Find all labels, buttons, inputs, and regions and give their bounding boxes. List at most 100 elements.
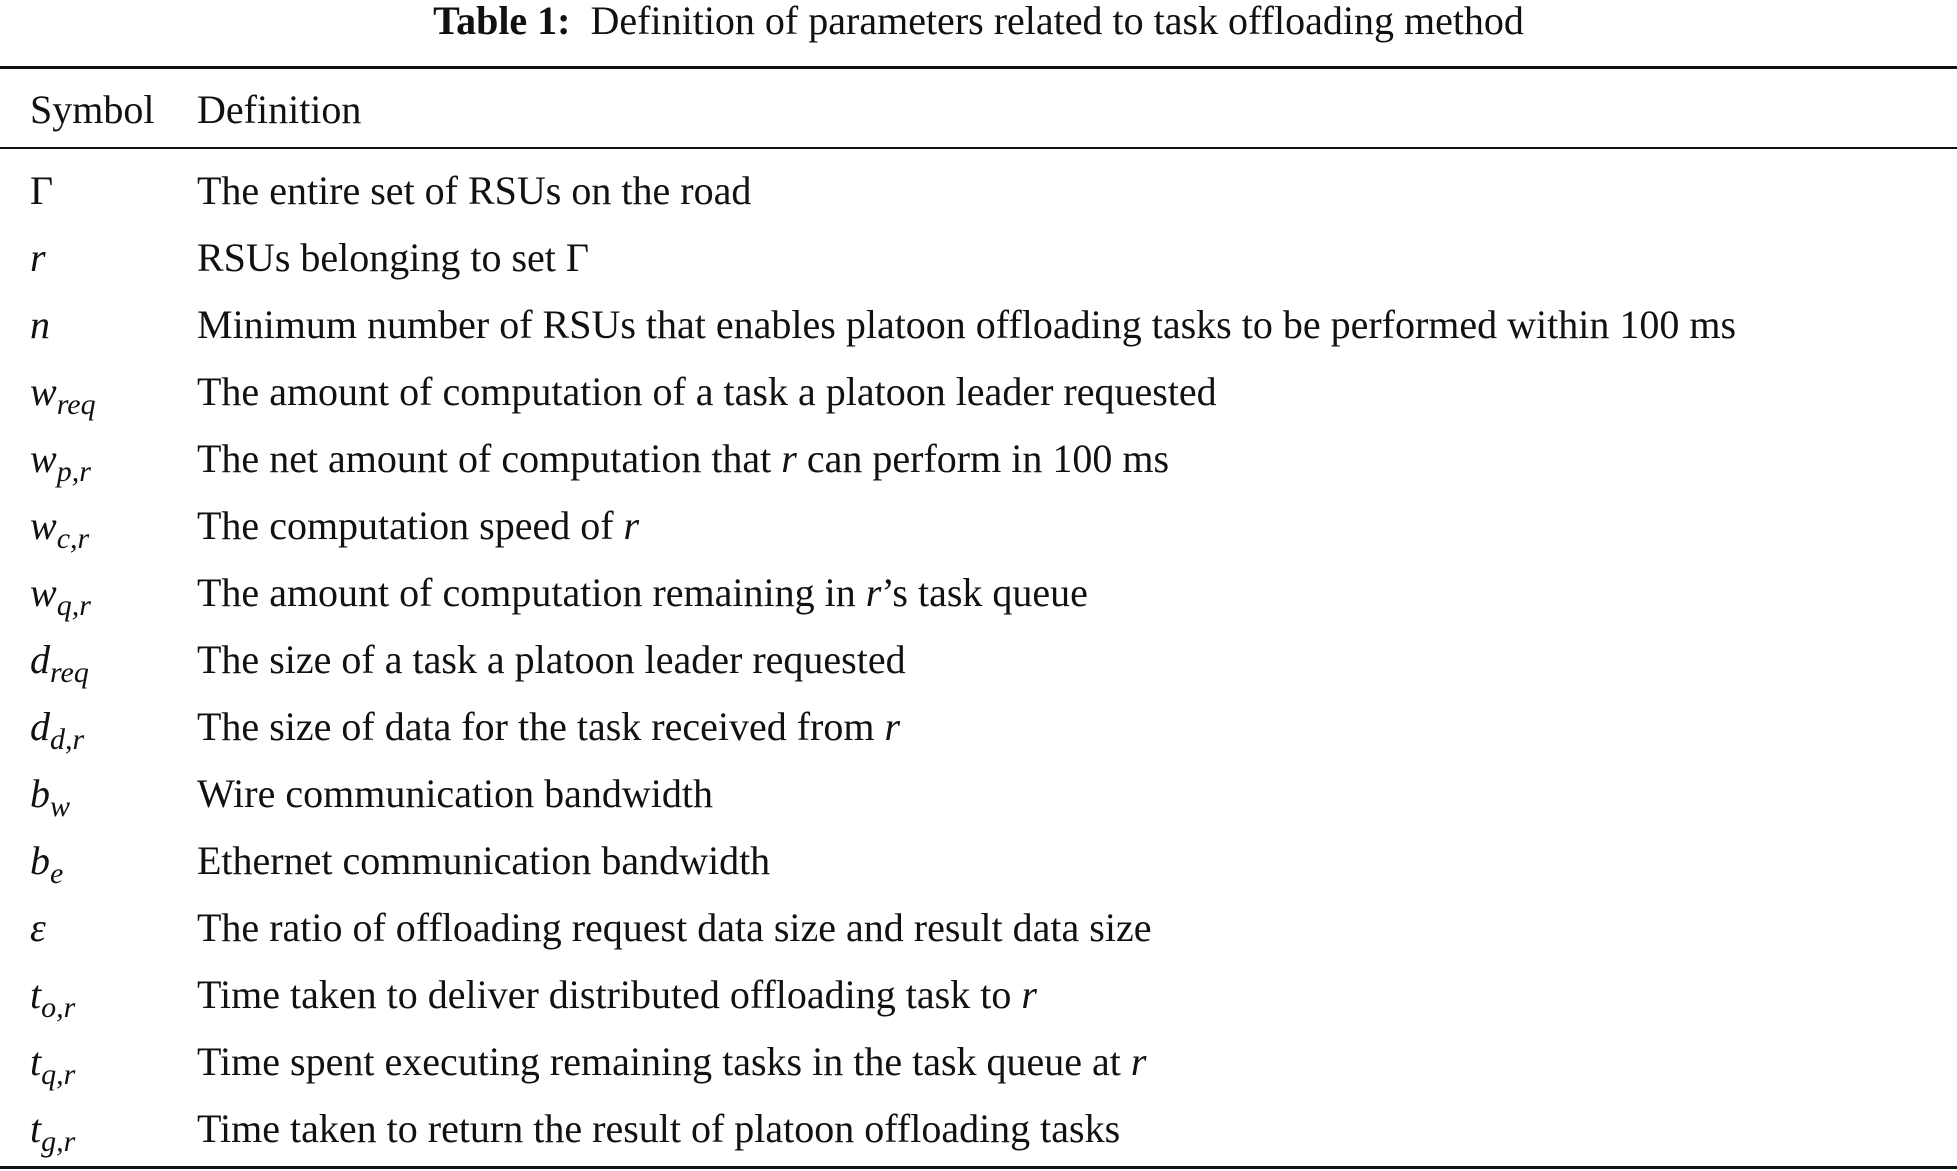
table-bottom-rule [0,1166,1957,1169]
definition-text: Wire communication bandwidth [197,771,714,816]
definition-text-tail: can perform in 100 ms [796,436,1170,481]
symbol-subscript: d,r [50,723,85,756]
row-symbol: to,r [30,967,75,1023]
definition-text: The amount of computation of a task a pl… [197,369,1217,414]
symbol-subscript: req [56,388,96,421]
definition-text: The net amount of computation that [197,436,782,481]
table-row: dreq The size of a task a platoon leader … [0,632,1957,699]
table-body: Γ The entire set of RSUs on the road r RSUs… [0,163,1957,1168]
row-symbol: n [30,297,50,353]
definition-variable: r [1130,1039,1147,1084]
row-symbol: wq,r [30,565,91,621]
table-row: r RSUs belonging to set Γ [0,230,1957,297]
symbol-base: w [30,369,57,414]
symbol-base: w [30,436,57,481]
symbol-base: t [30,972,42,1017]
definition-text: RSUs belonging to set Γ [197,235,590,280]
row-symbol: Γ [30,163,53,219]
symbol-base: d [30,637,50,682]
row-symbol: tq,r [30,1034,75,1090]
table-row: to,r Time taken to deliver distributed of… [0,967,1957,1034]
row-definition: The amount of computation remaining in r… [197,565,1088,621]
table-row: wq,r The amount of computation remaining … [0,565,1957,632]
symbol-subscript: q,r [56,589,91,622]
table-row: ε The ratio of offloading request data si… [0,900,1957,967]
row-definition: The entire set of RSUs on the road [197,163,751,219]
definition-text: Ethernet communication bandwidth [197,838,771,883]
symbol-base: t [30,1039,42,1084]
row-symbol: tg,r [30,1101,75,1157]
row-definition: Time taken to return the result of plato… [197,1101,1120,1157]
symbol-subscript: p,r [56,455,91,488]
symbol-subscript: g,r [41,1125,76,1158]
table-row: be Ethernet communication bandwidth [0,833,1957,900]
row-symbol: bw [30,766,70,822]
row-definition: The net amount of computation that r can… [197,431,1169,487]
symbol-base: w [30,503,57,548]
table-row: wp,r The net amount of computation that r… [0,431,1957,498]
definition-text: The amount of computation remaining in [197,570,866,615]
row-symbol: dreq [30,632,89,688]
row-symbol: wc,r [30,498,89,554]
table-row: tg,r Time taken to return the result of p… [0,1101,1957,1168]
definition-text: The entire set of RSUs on the road [197,168,752,213]
symbol-base: ε [30,905,46,950]
symbol-subscript: e [50,857,64,890]
row-definition: Time taken to deliver distributed offloa… [197,967,1037,1023]
table-header-row: Symbol Definition [0,82,1957,138]
row-definition: The amount of computation of a task a pl… [197,364,1217,420]
definition-text: Time spent executing remaining tasks in … [197,1039,1131,1084]
definition-variable: r [865,570,882,615]
row-symbol: ε [30,900,46,956]
definition-text: Time taken to return the result of plato… [197,1106,1121,1151]
row-definition: The computation speed of r [197,498,639,554]
symbol-subscript: req [50,656,89,689]
definition-text: The computation speed of [197,503,624,548]
symbol-subscript: q,r [41,1058,76,1091]
definition-text: The size of data for the task received f… [197,704,885,749]
table-row: tq,r Time spent executing remaining tasks… [0,1034,1957,1101]
row-definition: The ratio of offloading request data siz… [197,900,1151,956]
table-top-rule [0,66,1957,69]
symbol-base: d [30,704,50,749]
row-definition: Wire communication bandwidth [197,766,713,822]
definition-text-tail: ’s task queue [881,570,1088,615]
symbol-base: w [30,570,57,615]
table-row: n Minimum number of RSUs that enables pla… [0,297,1957,364]
row-symbol: r [30,230,46,286]
definition-variable: r [1021,972,1037,1017]
table-caption-label: Table 1: [433,0,571,43]
definition-text: Minimum number of RSUs that enables plat… [197,302,1737,347]
symbol-base: b [30,771,50,816]
symbol-base: n [30,302,50,347]
table-caption: Table 1: Definition of parameters relate… [0,0,1957,46]
row-symbol: dd,r [30,699,84,755]
table-row: wreq The amount of computation of a task … [0,364,1957,431]
table-row: dd,r The size of data for the task receiv… [0,699,1957,766]
symbol-subscript: o,r [41,991,76,1024]
table-header-rule [0,147,1957,149]
definition-variable: r [623,503,640,548]
table-row: Γ The entire set of RSUs on the road [0,163,1957,230]
definition-text: The size of a task a platoon leader requ… [197,637,906,682]
row-definition: The size of a task a platoon leader requ… [197,632,906,688]
row-definition: RSUs belonging to set Γ [197,230,589,286]
symbol-base: r [30,235,46,280]
definition-variable: r [781,436,797,481]
table-caption-text: Definition of parameters related to task… [590,0,1524,43]
row-definition: Ethernet communication bandwidth [197,833,770,889]
symbol-subscript: w [50,790,71,823]
row-symbol: be [30,833,63,889]
symbol-base: Γ [30,168,54,213]
row-symbol: wp,r [30,431,91,487]
table-row: wc,r The computation speed of r [0,498,1957,565]
definition-text: The ratio of offloading request data siz… [197,905,1152,950]
header-symbol: Symbol [30,87,155,132]
symbol-base: b [30,838,50,883]
row-definition: The size of data for the task received f… [197,699,900,755]
table-row: bw Wire communication bandwidth [0,766,1957,833]
row-symbol: wreq [30,364,96,420]
header-definition: Definition [197,87,362,132]
row-definition: Minimum number of RSUs that enables plat… [197,297,1736,353]
symbol-subscript: c,r [56,522,90,555]
